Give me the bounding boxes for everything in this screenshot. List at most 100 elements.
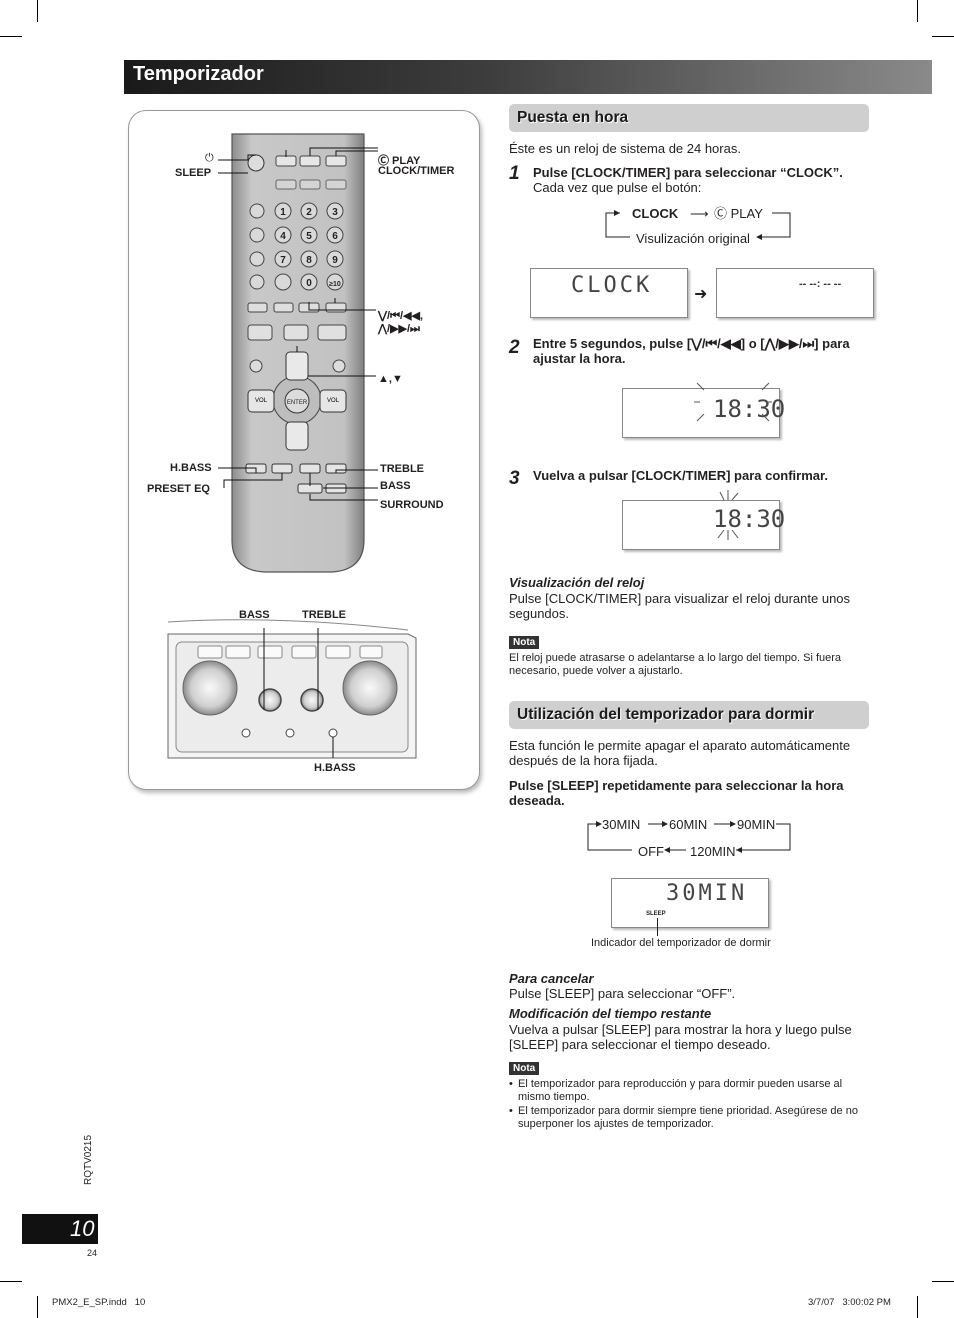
svg-text:6: 6 [332, 231, 338, 242]
crop-mark [917, 0, 918, 22]
step3-instruction: Vuelva a pulsar [CLOCK/TIMER] para confi… [533, 468, 828, 483]
clock-timer-label: CLOCK/TIMER [378, 165, 455, 177]
svg-text:≥10: ≥10 [329, 281, 341, 288]
bullet-item: El temporizador para dormir siempre tien… [518, 1105, 858, 1130]
crop-mark [0, 36, 22, 37]
crop-mark [932, 36, 954, 37]
lcd-time-text: 18:30 [713, 505, 786, 533]
bass-label: BASS [380, 480, 411, 492]
crop-mark [37, 0, 38, 22]
mod-text: Vuelva a pulsar [SLEEP] para mostrar la … [509, 1022, 852, 1052]
nota-badge: Nota [509, 1062, 540, 1075]
page-number-box [22, 1214, 98, 1244]
indicator-label: Indicador del temporizador de dormir [591, 937, 771, 949]
vis-title: Visualización del reloj [509, 575, 645, 590]
cancel-text: Pulse [SLEEP] para seleccionar “OFF”. [509, 986, 736, 1001]
file-name: PMX2_E_SP.indd 10 [52, 1297, 146, 1308]
step-number: 3 [509, 468, 520, 489]
crop-mark [917, 1296, 918, 1318]
step1-text: Cada vez que pulse el botón: [533, 180, 702, 195]
dormir-instruction: Pulse [SLEEP] repetidamente para selecci… [509, 778, 844, 808]
svg-text:5: 5 [306, 231, 312, 242]
preset-eq-label: PRESET EQ [147, 483, 210, 495]
skip-label: ⋁/⏮/◀◀, [378, 310, 424, 322]
play-label: Ⓒ PLAY [378, 155, 421, 167]
step-number: 1 [509, 163, 520, 184]
lcd-sleep-text: 30MIN [666, 881, 748, 906]
crop-mark [0, 1281, 22, 1282]
vis-text: Pulse [CLOCK/TIMER] para visualizar el r… [509, 591, 851, 621]
blink-icon [717, 490, 739, 540]
svg-text:ENTER: ENTER [287, 400, 308, 406]
hbass-label: H.BASS [170, 462, 212, 474]
arrow-icon: ➜ [694, 286, 708, 303]
flow-original: Visulización original [636, 231, 750, 246]
bullet-item: El temporizador para reproducción y para… [518, 1078, 843, 1103]
step-number: 2 [509, 337, 520, 358]
flow-arrow: ⟶ [690, 206, 709, 221]
lcd-blank-text: -- --: -- -- [799, 278, 842, 290]
svg-text:4: 4 [280, 231, 286, 242]
svg-text:VOL: VOL [255, 398, 268, 404]
cancel-title: Para cancelar [509, 971, 594, 986]
updown-label: ▲,▼ [378, 373, 403, 385]
sleep-flow-diagram [587, 821, 791, 853]
svg-text:1: 1 [280, 207, 286, 218]
flow-60min: 60MIN [669, 817, 708, 832]
svg-text:VOL: VOL [327, 398, 340, 404]
section-heading: Utilización del temporizador para dormir [509, 701, 869, 729]
svg-text:2: 2 [306, 207, 312, 218]
svg-text:3: 3 [332, 207, 338, 218]
step1-instruction: Pulse [CLOCK/TIMER] para seleccionar “CL… [533, 165, 843, 180]
lcd-time-text: 18:30 [713, 395, 786, 423]
remote-illustration: 1 2 3 4 5 6 7 8 9 0 ≥10 ENTER VOL VOL [167, 133, 417, 759]
dormir-heading: Utilización del temporizador para dormir [517, 706, 815, 723]
unit-bass-label: BASS [239, 609, 270, 621]
sleep-label: SLEEP [175, 167, 212, 179]
crop-mark [37, 1296, 38, 1318]
flow-clock: CLOCK [632, 206, 679, 221]
bullet-marker: • [509, 1105, 513, 1117]
svg-text:7: 7 [280, 255, 286, 266]
puesta-intro: Éste es un reloj de sistema de 24 horas. [509, 141, 741, 156]
svg-text:9: 9 [332, 255, 338, 266]
print-date: 3/7/07 3:00:02 PM [808, 1297, 891, 1308]
power-label: ⏻ [205, 152, 214, 164]
unit-hbass-label: H.BASS [314, 762, 356, 774]
blink-icon [694, 382, 772, 422]
nota-badge: Nota [509, 636, 540, 649]
svg-text:0: 0 [306, 278, 312, 289]
svg-text:8: 8 [306, 255, 312, 266]
indicator-line [657, 918, 658, 936]
clock-flow-diagram [605, 210, 791, 240]
crop-mark [932, 1281, 954, 1282]
flow-30min: 30MIN [602, 817, 641, 832]
section-heading: Puesta en hora [509, 104, 869, 132]
lcd-display: 18:30 [622, 500, 785, 550]
skip2-label: ⋀/▶▶/⏭ [378, 323, 420, 335]
surround-label: SURROUND [380, 499, 444, 511]
lcd-display: -- --: -- -- [716, 268, 874, 318]
page-title: Temporizador [133, 63, 264, 85]
lcd-clock-text: CLOCK [571, 273, 653, 298]
nota-text: El reloj puede atrasarse o adelantarse a… [509, 652, 842, 677]
flow-120min: 120MIN [690, 844, 736, 859]
treble-label: TREBLE [380, 463, 424, 475]
flow-play: Ⓒ PLAY [714, 206, 763, 221]
step2-instruction: Entre 5 segundos, pulse [⋁/⏮/◀◀] o [⋀/▶▶… [533, 336, 850, 366]
puesta-heading: Puesta en hora [517, 109, 629, 126]
doc-code: RQTV0215 [83, 1134, 94, 1185]
lcd-display: 30MIN SLEEP [611, 878, 769, 928]
sleep-indicator: SLEEP [646, 911, 666, 917]
dormir-intro: Esta función le permite apagar el aparat… [509, 738, 851, 768]
page-number: 10 [70, 1216, 95, 1241]
title-bar: Temporizador [124, 60, 932, 94]
flow-off: OFF [638, 844, 664, 859]
bullet-marker: • [509, 1078, 513, 1090]
lcd-display: 18:30 [622, 388, 785, 438]
lcd-display: CLOCK [530, 268, 688, 318]
flow-90min: 90MIN [737, 817, 776, 832]
mod-title: Modificación del tiempo restante [509, 1006, 712, 1021]
page-small: 24 [87, 1248, 98, 1258]
unit-treble-label: TREBLE [302, 609, 346, 621]
